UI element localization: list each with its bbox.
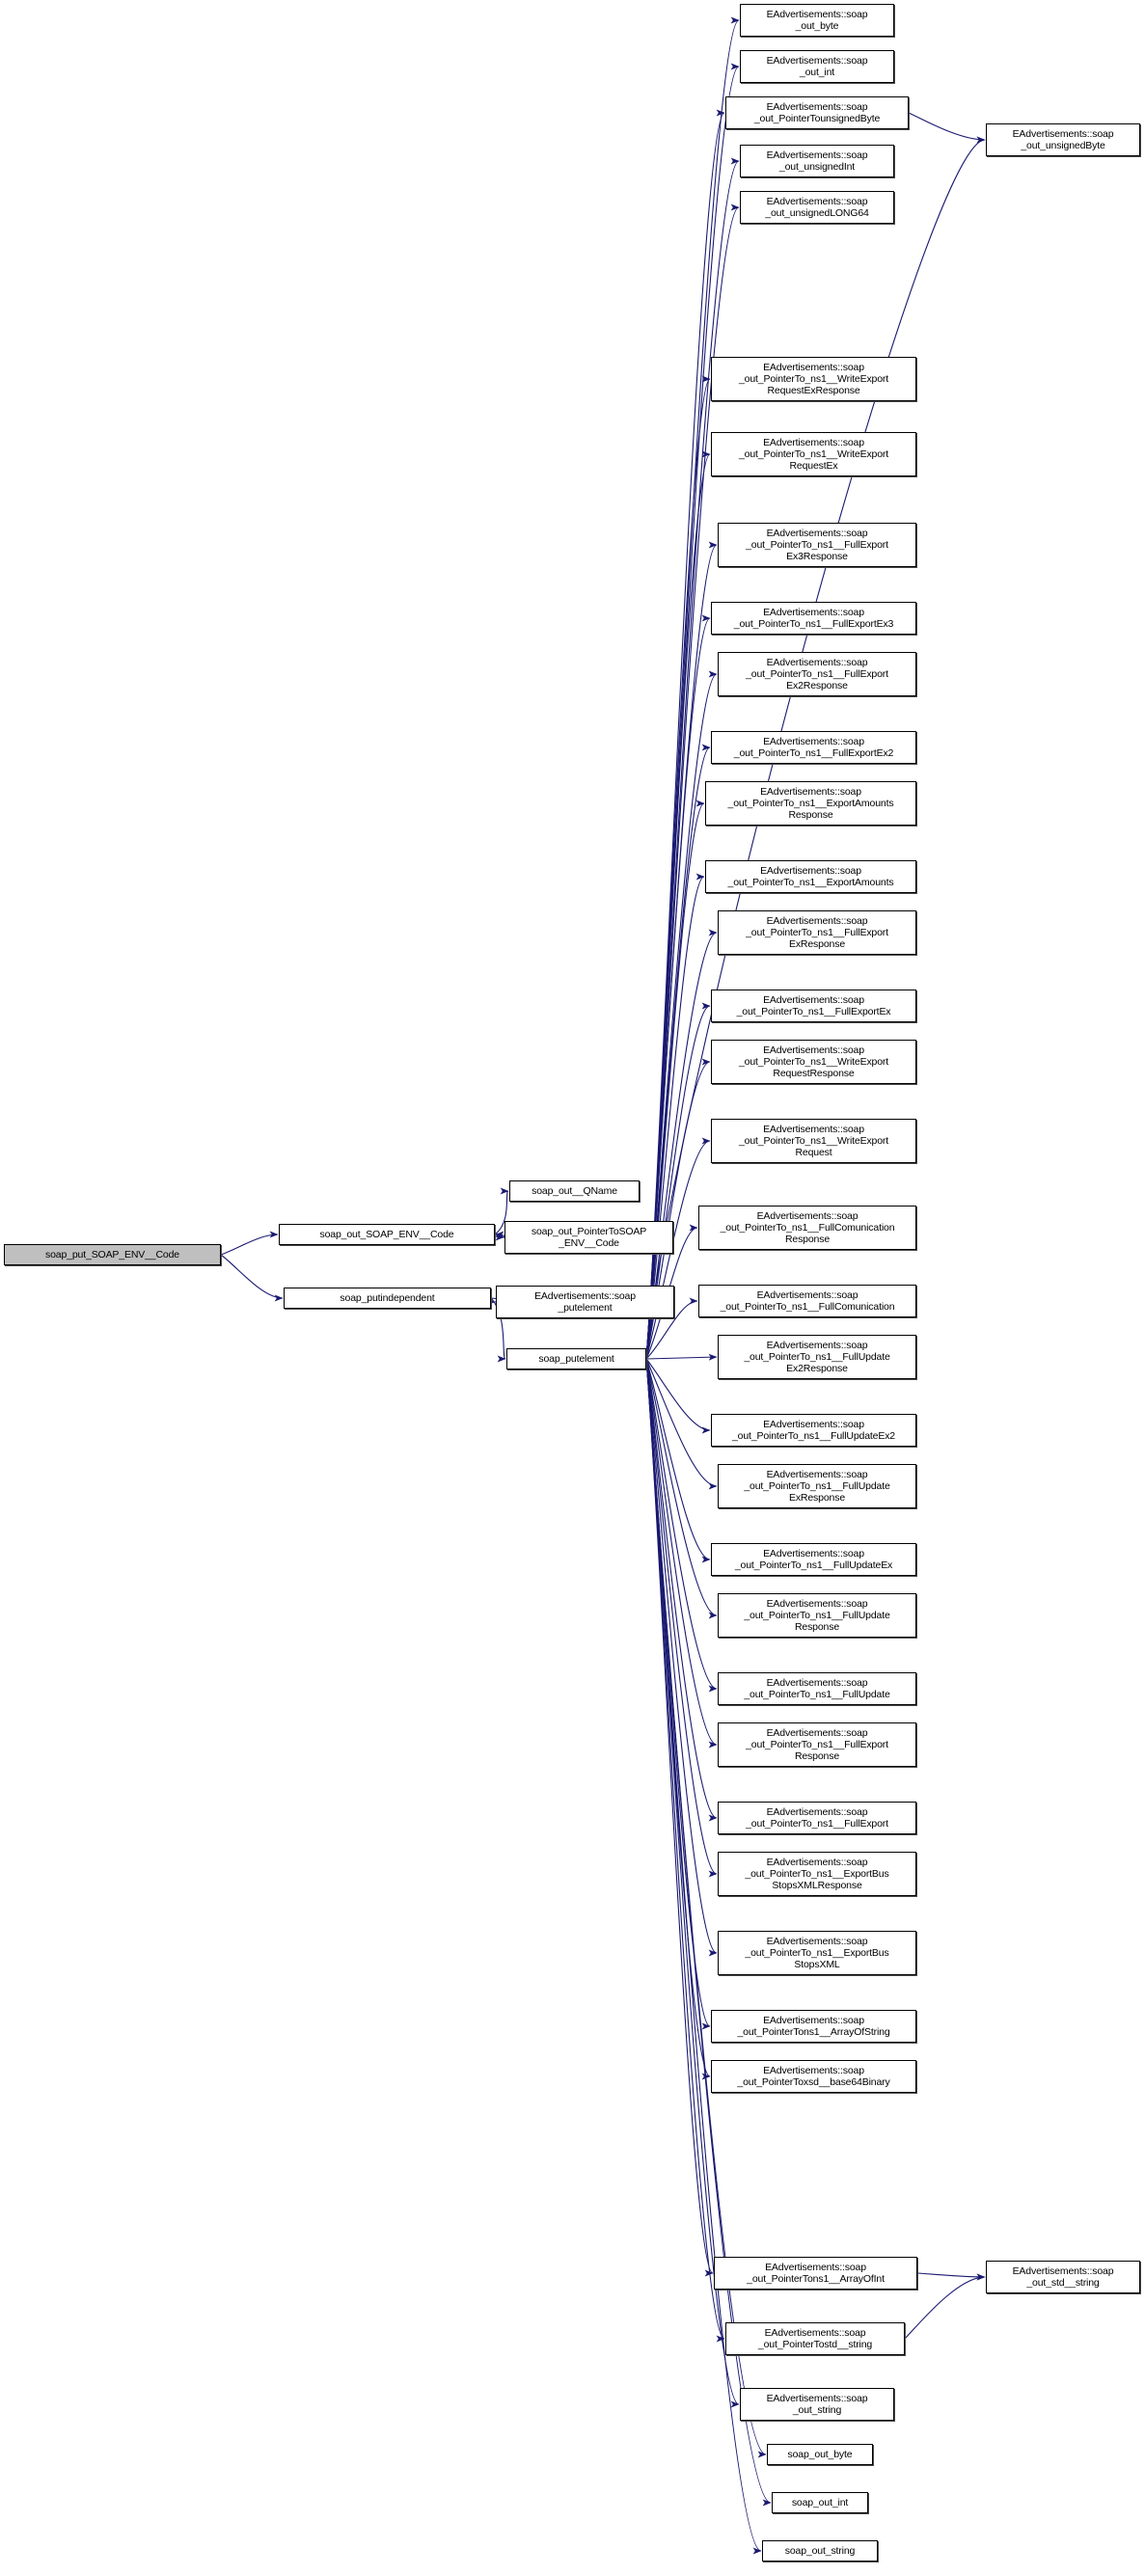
graph-node[interactable]: EAdvertisements::soap _out_std__string (986, 2261, 1140, 2293)
graph-edge (645, 1358, 718, 1749)
graph-node[interactable]: EAdvertisements::soap _out_PointerTo_ns1… (698, 1206, 916, 1250)
graph-edge (220, 1231, 279, 1256)
graph-node[interactable]: EAdvertisements::soap _out_PointerTo_ns1… (711, 1414, 916, 1447)
graph-node[interactable]: EAdvertisements::soap _out_PointerTo_ns1… (705, 781, 916, 826)
graph-node[interactable]: soap_out_SOAP_ENV__Code (279, 1224, 495, 1245)
graph-node[interactable]: EAdvertisements::soap _out_PointerTo_ns1… (705, 860, 916, 893)
graph-node[interactable]: soap_putindependent (284, 1288, 491, 1309)
graph-edge (645, 1358, 718, 1878)
graph-node[interactable]: EAdvertisements::soap _out_PointerTostd_… (725, 2322, 905, 2355)
graph-edge (645, 1358, 767, 2458)
graph-node[interactable]: EAdvertisements::soap _out_PointerTons1_… (714, 2257, 917, 2290)
graph-node[interactable]: EAdvertisements::soap _putelement (496, 1286, 674, 1318)
graph-edge (645, 1353, 718, 1361)
graph-node[interactable]: EAdvertisements::soap _out_PointerTo_ns1… (711, 602, 916, 635)
graph-edge (645, 1358, 718, 1822)
graph-node[interactable]: EAdvertisements::soap _out_PointerTounsi… (725, 96, 909, 129)
graph-node[interactable]: EAdvertisements::soap _out_PointerTo_ns1… (718, 910, 916, 955)
graph-node[interactable]: EAdvertisements::soap _out_PointerTo_ns1… (718, 523, 916, 567)
graph-node[interactable]: soap_putelement (506, 1348, 646, 1369)
graph-edge (645, 1297, 698, 1360)
graph-node[interactable]: EAdvertisements::soap _out_PointerTo_ns1… (718, 1464, 916, 1508)
graph-node[interactable]: EAdvertisements::soap _out_PointerTo_ns1… (718, 1931, 916, 1975)
graph-node[interactable]: EAdvertisements::soap _out_PointerTo_ns1… (711, 990, 916, 1022)
graph-node[interactable]: EAdvertisements::soap _out_PointerTo_ns1… (718, 1852, 916, 1896)
graph-node[interactable]: EAdvertisements::soap _out_unsignedInt (740, 145, 894, 177)
graph-node[interactable]: EAdvertisements::soap _out_PointerTo_ns1… (711, 1040, 916, 1084)
graph-node[interactable]: EAdvertisements::soap _out_PointerTons1_… (711, 2010, 916, 2043)
graph-edge (645, 1358, 718, 1957)
graph-node[interactable]: EAdvertisements::soap _out_PointerTo_ns1… (718, 1672, 916, 1705)
graph-node[interactable]: EAdvertisements::soap _out_PointerTo_ns1… (718, 652, 916, 696)
graph-node[interactable]: soap_out_PointerToSOAP _ENV__Code (504, 1221, 673, 1254)
graph-node[interactable]: EAdvertisements::soap _out_PointerTo_ns1… (711, 731, 916, 764)
graph-edge (908, 112, 986, 144)
graph-node[interactable]: EAdvertisements::soap _out_string (740, 2388, 894, 2421)
graph-node[interactable]: soap_out_byte (767, 2444, 873, 2465)
graph-edge (490, 1297, 506, 1363)
graph-edge (645, 1358, 762, 2555)
graph-node[interactable]: EAdvertisements::soap _out_PointerTo_ns1… (718, 1335, 916, 1379)
graph-edge (645, 800, 705, 1360)
graph-node[interactable]: EAdvertisements::soap _out_unsignedByte (986, 123, 1140, 156)
graph-node[interactable]: EAdvertisements::soap _out_PointerTo_ns1… (698, 1285, 916, 1317)
graph-node[interactable]: EAdvertisements::soap _out_unsignedLONG6… (740, 191, 894, 224)
graph-node[interactable]: EAdvertisements::soap _out_PointerTo_ns1… (711, 1119, 916, 1163)
graph-edge (645, 1358, 711, 1434)
graph-edge (916, 2272, 986, 2281)
graph-node[interactable]: EAdvertisements::soap _out_int (740, 50, 894, 83)
graph-node[interactable]: EAdvertisements::soap _out_PointerTo_ns1… (711, 1543, 916, 1576)
graph-edge (645, 1358, 718, 1619)
graph-edge (645, 1358, 718, 1490)
graph-edge (645, 1137, 711, 1360)
graph-edge (645, 1358, 772, 2507)
graph-node[interactable]: EAdvertisements::soap _out_PointerTo_ns1… (718, 1802, 916, 1834)
graph-edge (494, 1187, 509, 1235)
graph-node[interactable]: EAdvertisements::soap _out_PointerTo_ns1… (711, 357, 916, 401)
graph-node[interactable]: soap_out_int (772, 2492, 868, 2513)
graph-edge (645, 1358, 718, 1693)
graph-node[interactable]: EAdvertisements::soap _out_PointerTo_ns1… (718, 1722, 916, 1767)
graph-node[interactable]: EAdvertisements::soap _out_PointerToxsd_… (711, 2060, 916, 2093)
graph-node[interactable]: EAdvertisements::soap _out_PointerTo_ns1… (718, 1593, 916, 1638)
graph-node[interactable]: EAdvertisements::soap _out_byte (740, 4, 894, 37)
graph-edge (220, 1254, 284, 1302)
graph-edge (904, 2273, 986, 2340)
graph-edge (645, 1224, 698, 1360)
graph-node[interactable]: soap_put_SOAP_ENV__Code (4, 1244, 221, 1265)
graph-edge (645, 670, 718, 1360)
graph-node[interactable]: soap_out__QName (509, 1180, 640, 1202)
graph-edge (645, 1358, 711, 1563)
graph-node[interactable]: EAdvertisements::soap _out_PointerTo_ns1… (711, 432, 916, 476)
graph-node[interactable]: soap_out_string (762, 2540, 878, 2562)
